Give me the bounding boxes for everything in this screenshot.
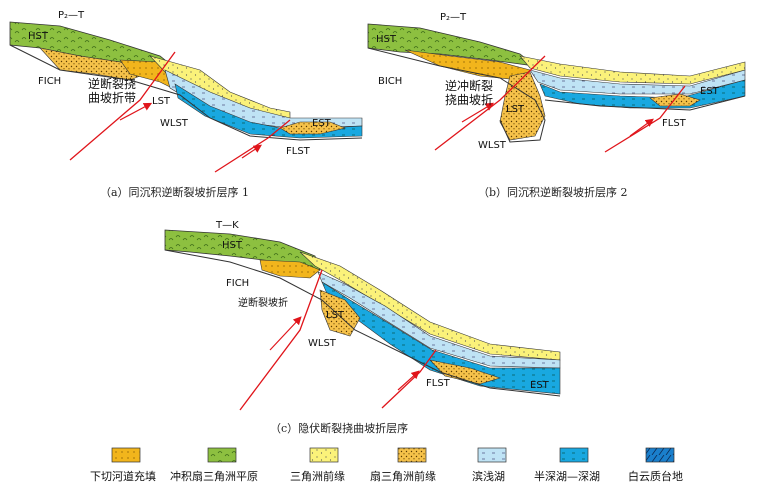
svg-text:扇三角洲前缘: 扇三角洲前缘 [370, 469, 436, 483]
panel-a-deep [174, 83, 363, 139]
svg-text:冲积扇三角洲平原: 冲积扇三角洲平原 [170, 469, 258, 483]
panel-a-annotation-line1: 逆断裂挠 [88, 76, 136, 91]
panel-a-est: EST [312, 118, 332, 129]
svg-text:滨浅湖: 滨浅湖 [472, 469, 505, 483]
panel-c-wlst: WLST [308, 338, 337, 349]
panel-c: T—K HST FICH 逆断裂坡折 LST WLST FLST EST （c）… [164, 220, 561, 435]
panel-b-flst: FLST [662, 118, 687, 129]
panel-c-flst-fan [429, 359, 501, 385]
panel-c-est: EST [530, 380, 550, 391]
panel-a-period: P₂—T [58, 10, 85, 21]
panel-b-wlst: WLST [478, 140, 507, 151]
panel-c-hst: HST [222, 240, 243, 251]
panel-b-caption: （b）同沉积逆断裂坡折层序 2 [478, 185, 628, 199]
panel-b-est: EST [700, 86, 720, 97]
panel-b-bich: BICH [378, 76, 402, 87]
svg-text:下切河道充填: 下切河道充填 [90, 469, 156, 483]
legend-item-deep-lake: 半深湖—深湖 [534, 447, 600, 483]
panel-b-flst [649, 93, 701, 107]
panel-a-wlst: WLST [160, 118, 189, 129]
panel-b-lst: LST [506, 104, 525, 115]
panel-c-fault-main [239, 269, 323, 411]
panel-c-caption: （c）隐伏断裂挠曲坡折层序 [270, 421, 408, 435]
panel-b-fault-2 [604, 85, 686, 153]
panel-c-fault-2 [381, 349, 437, 409]
svg-text:白云质台地: 白云质台地 [628, 469, 683, 483]
panel-a-hst: HST [28, 31, 49, 42]
panel-c-wlst-fan [319, 289, 361, 337]
panel-a-caption: （a）同沉积逆断裂坡折层序 1 [100, 185, 249, 199]
panel-c-annotation: 逆断裂坡折 [238, 296, 288, 309]
legend: 下切河道充填 冲积扇三角洲平原 三角洲前缘 扇三角洲前缘 滨浅湖 半深湖—深湖 … [90, 447, 683, 483]
panel-a-annotation-line2: 曲坡折带 [88, 90, 136, 105]
panel-b-hst: HST [376, 34, 397, 45]
panel-b-period: P₂—T [440, 12, 467, 23]
legend-item-fan-front: 扇三角洲前缘 [370, 447, 436, 483]
legend-item-channel: 下切河道充填 [90, 447, 156, 483]
legend-item-shallow-lake: 滨浅湖 [472, 447, 507, 483]
panel-c-lst: LST [326, 310, 345, 321]
svg-text:半深湖—深湖: 半深湖—深湖 [534, 469, 600, 483]
panel-b-fault-main [434, 55, 546, 151]
panel-c-fich: FICH [226, 278, 249, 289]
panel-b: P₂—T HST BICH 逆冲断裂 挠曲坡折 LST WLST EST FLS… [367, 12, 746, 199]
legend-item-plain: 冲积扇三角洲平原 [170, 447, 258, 483]
panel-c-flst: FLST [426, 378, 451, 389]
panel-b-annotation-line1: 逆冲断裂 [445, 78, 493, 93]
legend-item-dolomite: 白云质台地 [628, 447, 683, 483]
svg-text:三角洲前缘: 三角洲前缘 [290, 469, 345, 483]
panel-b-plain [367, 23, 537, 67]
panel-a-lst: LST [152, 96, 171, 107]
panel-a: P₂—T HST FICH 逆断裂挠 曲坡折带 LST WLST EST FLS… [9, 10, 363, 199]
panel-a-flst: FLST [286, 146, 311, 157]
legend-item-delta-front: 三角洲前缘 [290, 447, 345, 483]
panel-a-fich: FICH [38, 76, 61, 87]
panel-a-fault-2 [214, 119, 291, 173]
panel-a-fault-main [69, 51, 176, 161]
panel-b-annotation-line2: 挠曲坡折 [445, 92, 493, 107]
panel-c-fich [259, 259, 321, 279]
panel-c-period: T—K [215, 220, 239, 231]
panel-a-flst [279, 121, 346, 135]
